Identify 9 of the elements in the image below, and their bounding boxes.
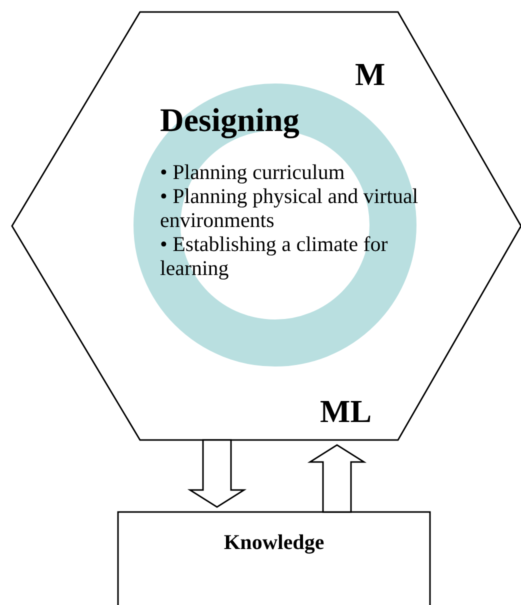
block-arrow xyxy=(307,444,367,513)
box-label: Knowledge xyxy=(222,530,326,555)
corner-label: ML xyxy=(320,395,372,427)
heading: Designing xyxy=(160,105,300,138)
corner-label: M xyxy=(355,58,386,90)
block-arrow xyxy=(187,439,247,508)
bullet-item: • Planning physical and virtual environments xyxy=(160,184,420,232)
bullet-item: • Planning curriculum xyxy=(160,160,346,184)
bullet-item: • Establishing a climate for learning xyxy=(160,232,389,280)
